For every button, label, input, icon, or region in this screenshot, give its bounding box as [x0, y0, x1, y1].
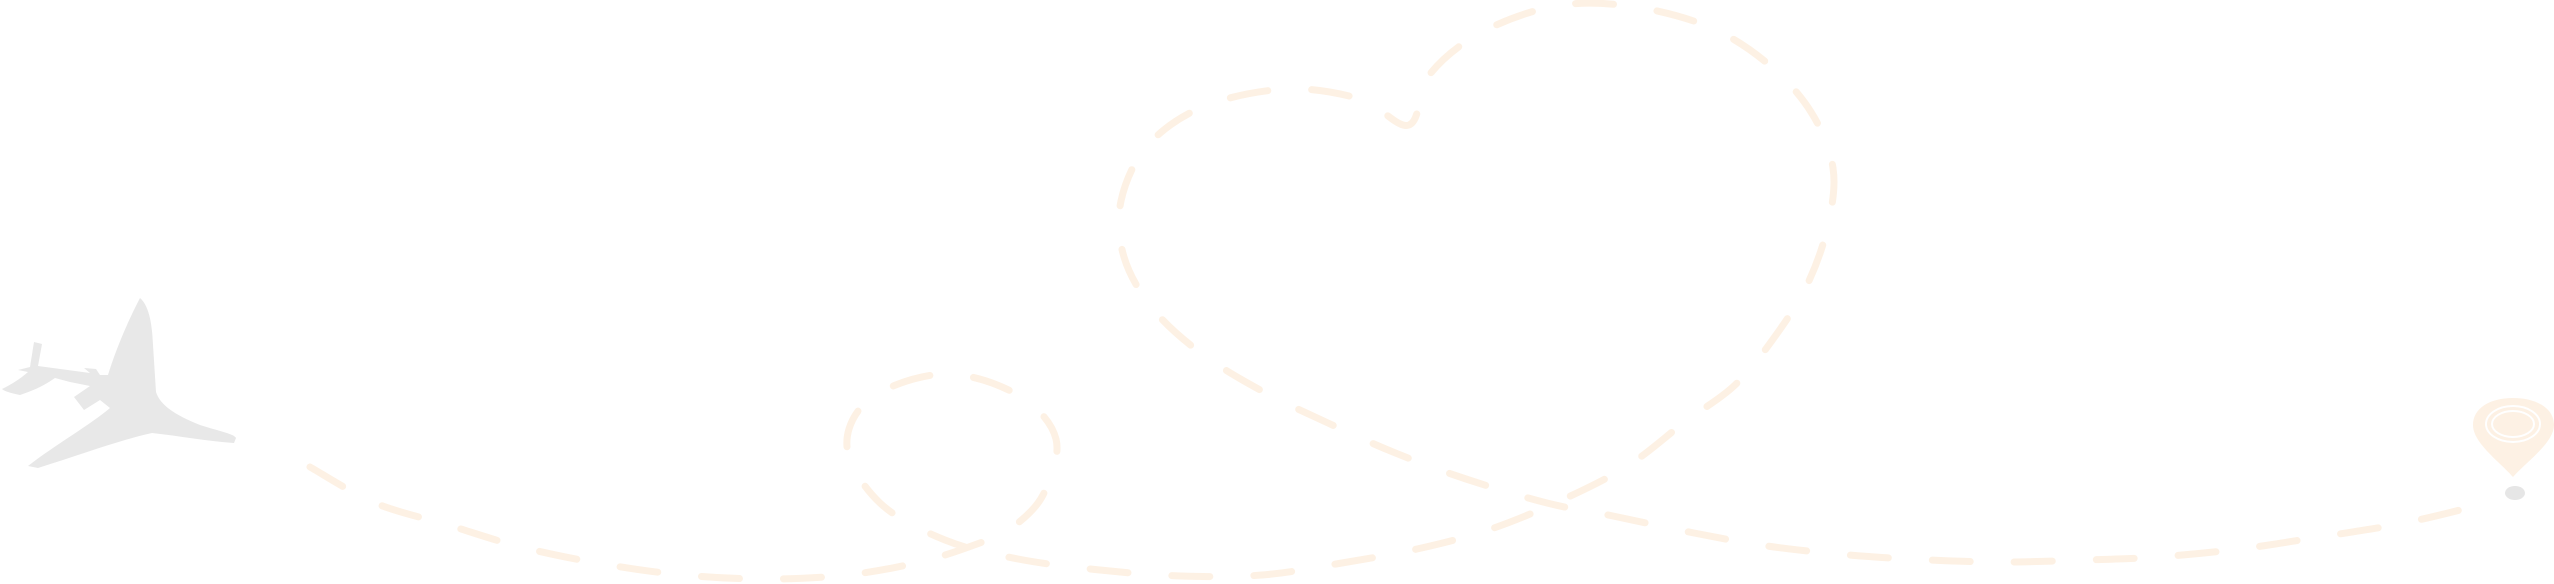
dashed-route [306, 0, 2504, 583]
location-pin-icon [2473, 398, 2554, 477]
pin-ring [2485, 405, 2541, 443]
pin-shadow [2505, 486, 2525, 500]
pin-ring-inner [2491, 410, 2535, 438]
airplane-icon [2, 298, 236, 468]
